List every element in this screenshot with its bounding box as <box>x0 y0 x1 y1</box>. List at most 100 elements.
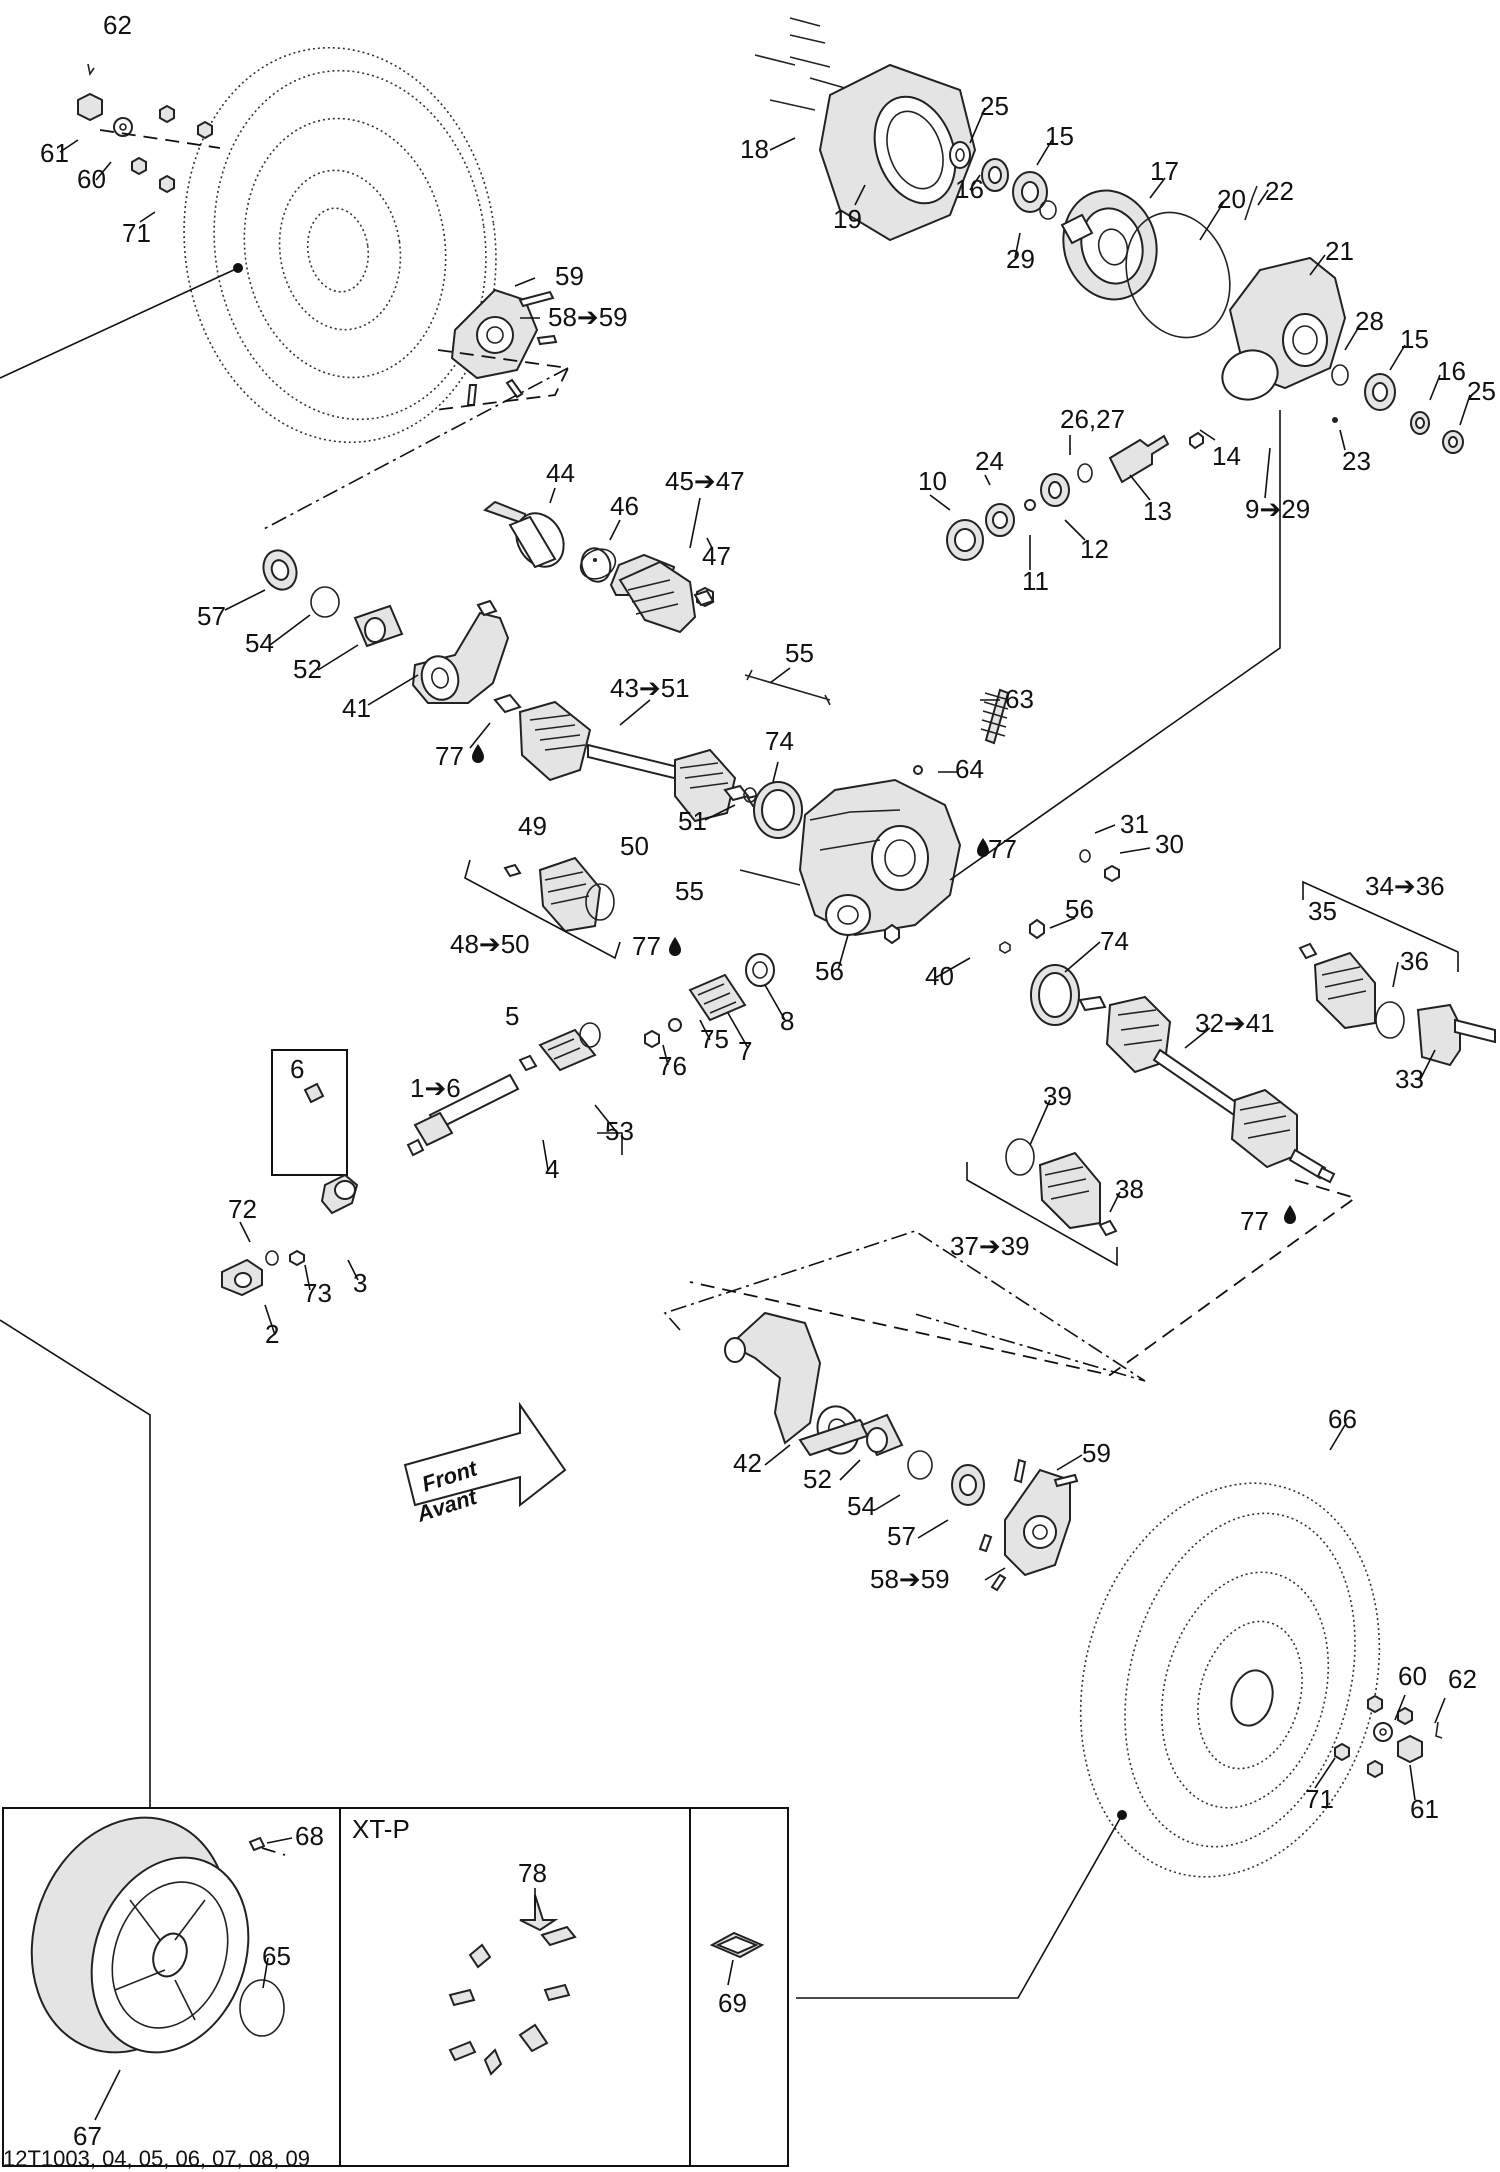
wheel-nut-hardware-bottom <box>1334 1694 1443 1779</box>
callout-69: 69 <box>718 1988 747 2018</box>
callout-31: 31 <box>1120 809 1149 839</box>
callout-50: 50 <box>620 831 649 861</box>
callout-55a: 55 <box>785 638 814 668</box>
callout-33: 33 <box>1395 1064 1424 1094</box>
callout-60b: 60 <box>1398 1661 1427 1691</box>
callout-2627: 26,27 <box>1060 404 1125 434</box>
callout-15a: 15 <box>1045 121 1074 151</box>
callout-77d: 77 <box>1240 1206 1269 1236</box>
callout-53: 53 <box>605 1116 634 1146</box>
callout-14: 14 <box>1212 441 1241 471</box>
callout-36: 36 <box>1400 946 1429 976</box>
final-drive-housing-front <box>754 17 977 242</box>
callout-59b: 59 <box>1082 1438 1111 1468</box>
callout-60a: 60 <box>77 164 106 194</box>
callout-72: 72 <box>228 1194 257 1224</box>
callout-16b: 16 <box>1437 356 1466 386</box>
callout-3241: 32➔41 <box>1195 1008 1275 1038</box>
callout-77b: 77 <box>988 834 1017 864</box>
callout-63: 63 <box>1005 684 1034 714</box>
callout-5: 5 <box>505 1001 519 1031</box>
callout-77a: 77 <box>435 741 464 771</box>
valve-part-69 <box>709 1931 765 1959</box>
inset-variant-label: XT-P <box>352 1814 410 1844</box>
drop-icon <box>669 937 681 956</box>
callout-67: 67 <box>73 2121 102 2151</box>
half-shaft-left <box>493 693 767 823</box>
callout-52a: 52 <box>293 654 322 684</box>
callout-10: 10 <box>918 466 947 496</box>
callout-16: 1➔6 <box>410 1073 461 1103</box>
callout-64: 64 <box>955 754 984 784</box>
callout-30: 30 <box>1155 829 1184 859</box>
upper-left-wheel <box>183 46 497 444</box>
drop-icon <box>1284 1205 1296 1224</box>
callout-61a: 61 <box>40 138 69 168</box>
callout-4: 4 <box>545 1154 559 1184</box>
callout-29: 29 <box>1006 244 1035 274</box>
front-differential <box>798 778 1045 945</box>
lower-a-arm <box>724 1311 872 1457</box>
callout-25b: 25 <box>1467 376 1496 406</box>
boot-kit-37-39 <box>966 1138 1118 1267</box>
callout-18: 18 <box>740 134 769 164</box>
callout-57b: 57 <box>887 1521 916 1551</box>
callout-46: 46 <box>610 491 639 521</box>
half-shaft-right <box>1078 995 1336 1184</box>
callout-71b: 71 <box>1305 1784 1334 1814</box>
connection-lines <box>0 267 1358 1999</box>
callout-4547: 45➔47 <box>665 466 745 496</box>
u-joint <box>221 1049 359 1297</box>
callout-19: 19 <box>833 204 862 234</box>
callout-5859a: 58➔59 <box>548 302 628 332</box>
callout-56b: 56 <box>815 956 844 986</box>
callout-929: 9➔29 <box>1245 494 1310 524</box>
lower-right-wheel <box>1079 1482 1381 1878</box>
callout-leaders <box>59 107 1471 2121</box>
callout-52b: 52 <box>803 1464 832 1494</box>
callout-38: 38 <box>1115 1174 1144 1204</box>
wheel-weights-xtp <box>448 1894 577 2076</box>
upper-a-arm-bushings <box>262 549 404 648</box>
callout-3739: 37➔39 <box>950 1231 1030 1261</box>
callout-3436: 34➔36 <box>1365 871 1445 901</box>
callout-4850: 48➔50 <box>450 929 530 959</box>
ring-gear <box>1060 185 1258 339</box>
callout-25a: 25 <box>980 91 1009 121</box>
callout-23: 23 <box>1342 446 1371 476</box>
callout-74a: 74 <box>765 726 794 756</box>
callout-8: 8 <box>780 1006 794 1036</box>
callout-41: 41 <box>342 693 371 723</box>
callout-labels: 62 61 60 71 59 58➔59 18 19 25 16 15 29 1… <box>3 10 1496 2171</box>
callout-2: 2 <box>265 1319 279 1349</box>
callout-73: 73 <box>303 1278 332 1308</box>
callout-68: 68 <box>295 1821 324 1851</box>
callout-55b: 55 <box>675 876 704 906</box>
callout-78: 78 <box>518 1858 547 1888</box>
callout-54b: 54 <box>847 1491 876 1521</box>
pinion-and-seals <box>946 431 1204 561</box>
callout-16a: 16 <box>955 174 984 204</box>
callout-28: 28 <box>1355 306 1384 336</box>
callout-51: 51 <box>678 806 707 836</box>
callout-6: 6 <box>290 1054 304 1084</box>
final-drive-bearings-right <box>1331 364 1464 454</box>
callout-71a: 71 <box>122 218 151 248</box>
lower-bushings <box>860 1413 985 1506</box>
callout-22: 22 <box>1265 176 1294 206</box>
final-drive-bearings-top <box>949 141 1057 220</box>
callout-57a: 57 <box>197 601 226 631</box>
inset-panel: XT-P <box>2 1807 789 2167</box>
callout-35: 35 <box>1308 896 1337 926</box>
callout-74b: 74 <box>1100 926 1129 956</box>
callout-15b: 15 <box>1400 324 1429 354</box>
footer-code: 12T1003, 04, 05, 06, 07, 08, 09 <box>3 2146 310 2171</box>
callout-13: 13 <box>1143 496 1172 526</box>
final-drive-housing-rear <box>1221 256 1347 401</box>
optional-rim <box>30 1816 286 2054</box>
differential-seals-and-bolts <box>739 669 1120 1026</box>
wheel-hub-bottom <box>663 1230 1146 1592</box>
drop-icon <box>472 744 484 763</box>
callout-42: 42 <box>733 1448 762 1478</box>
callout-77c: 77 <box>632 931 661 961</box>
